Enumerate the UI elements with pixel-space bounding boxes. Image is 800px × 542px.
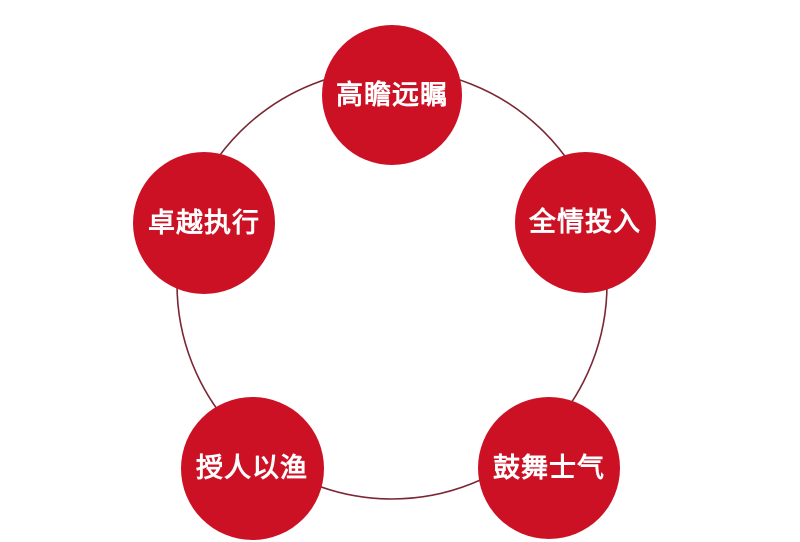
cycle-node-label: 高瞻远瞩 <box>336 79 448 111</box>
cycle-node-full-commitment[interactable]: 全情投入 <box>514 151 656 293</box>
cycle-node-label: 鼓舞士气 <box>493 452 605 484</box>
cycle-node-boost-morale[interactable]: 鼓舞士气 <box>478 397 620 539</box>
cycle-node-label: 授人以渔 <box>196 452 308 484</box>
cycle-node-teach-to-fish[interactable]: 授人以渔 <box>180 396 324 540</box>
cycle-node-high-vision[interactable]: 高瞻远瞩 <box>322 25 462 165</box>
cycle-node-excellent-execution[interactable]: 卓越执行 <box>133 152 275 294</box>
cycle-node-label: 全情投入 <box>529 206 641 238</box>
cycle-node-label: 卓越执行 <box>148 207 260 239</box>
